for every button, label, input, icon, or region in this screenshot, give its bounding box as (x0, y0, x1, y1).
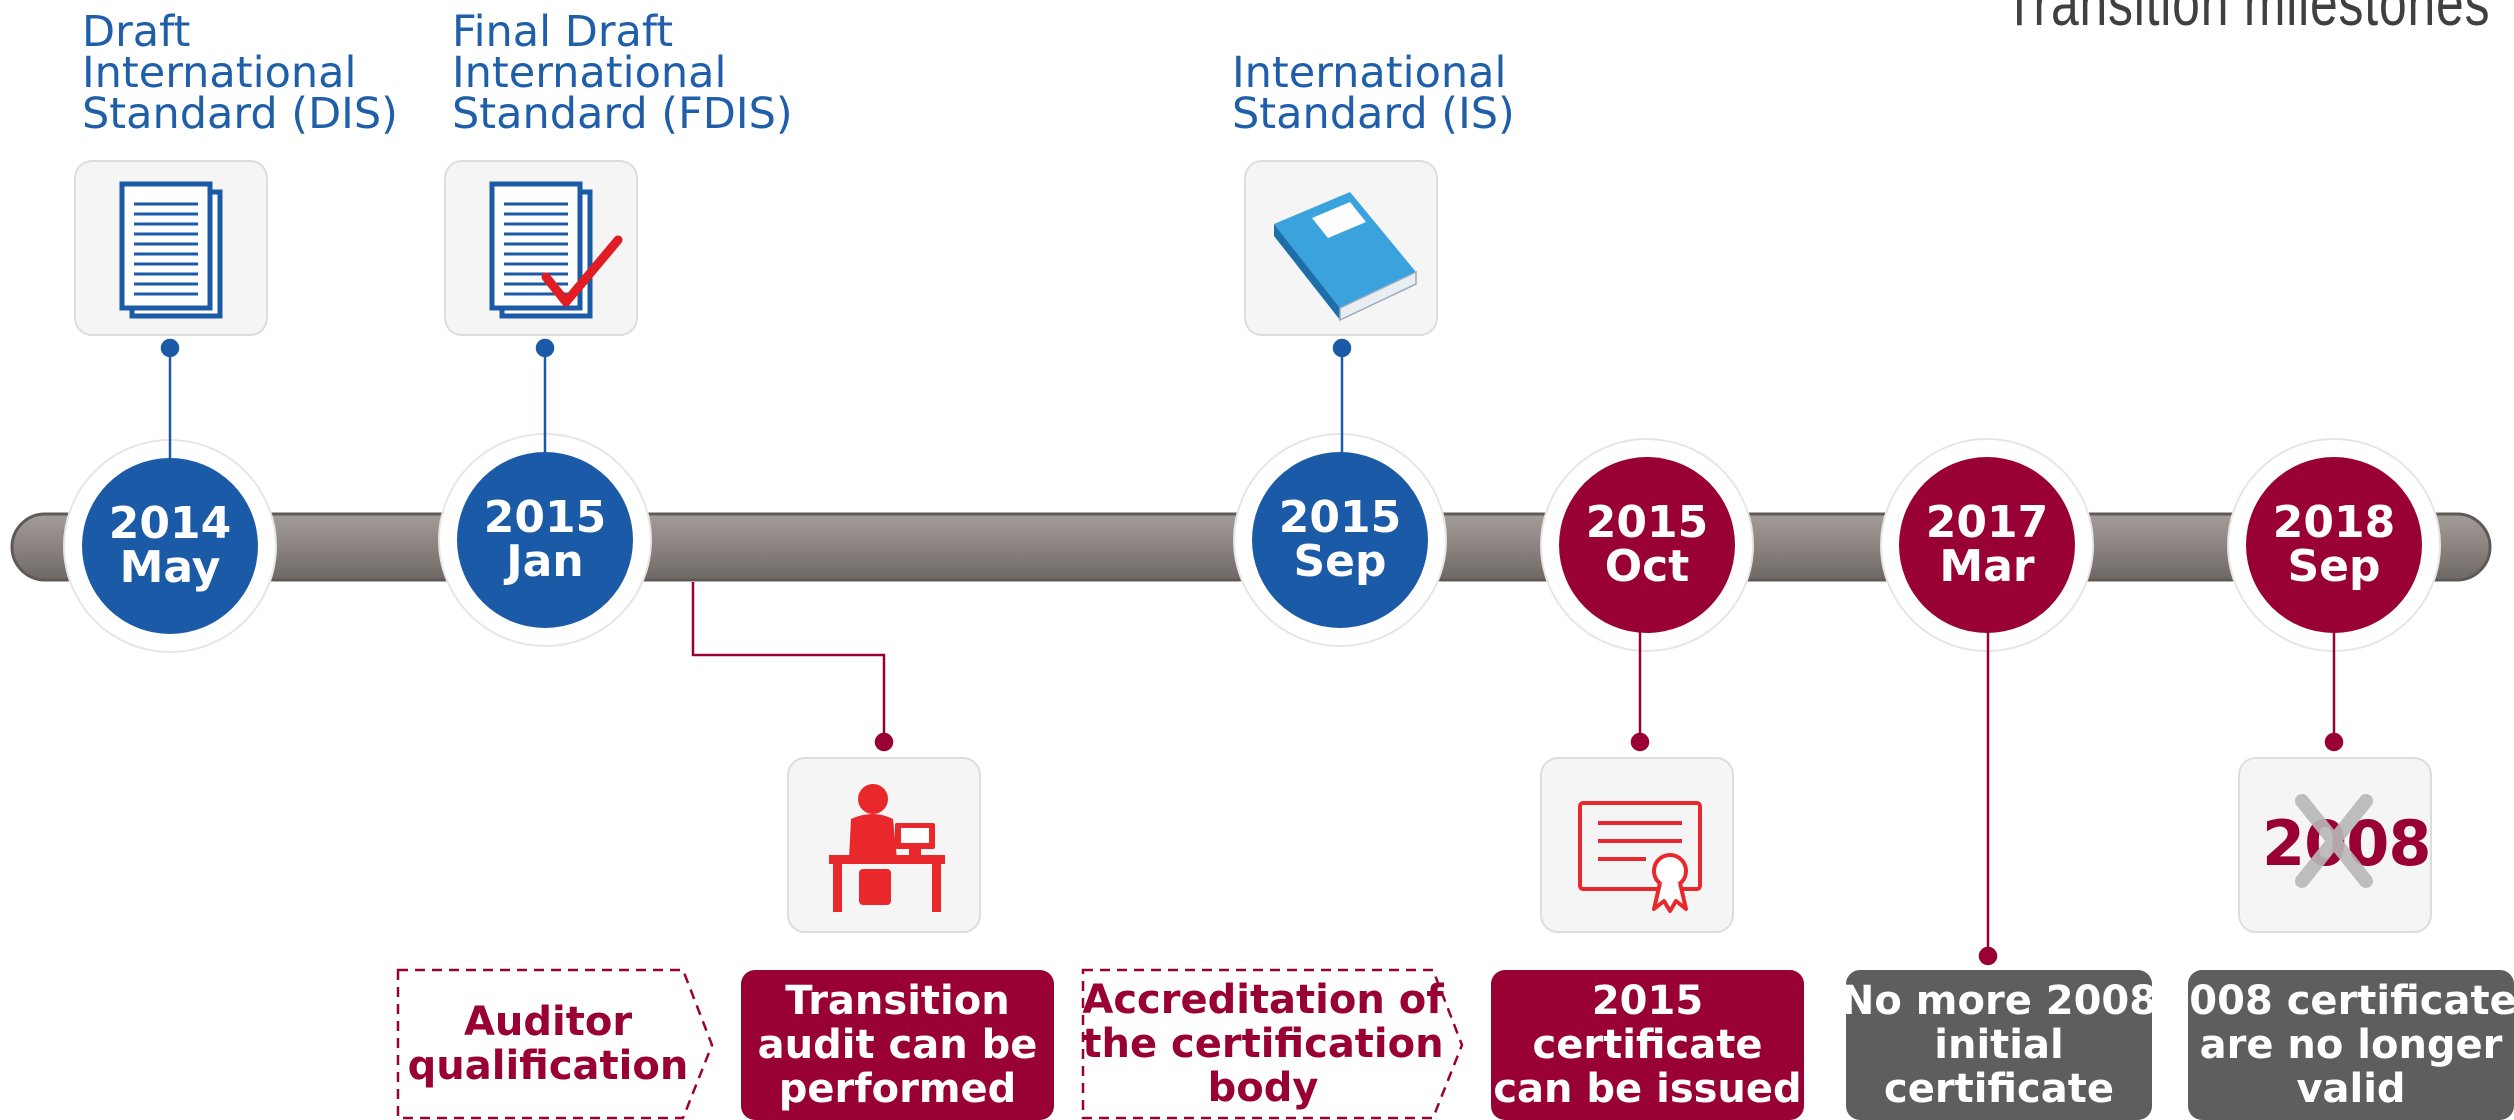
page-title: Transition milestones (2003, 0, 2490, 39)
auditor-qualification-outline (396, 968, 714, 1120)
certificate-icon (1540, 757, 1734, 933)
approved-document-icon (444, 160, 638, 336)
connector (691, 582, 886, 742)
book-icon (1244, 160, 1438, 336)
document-icon (74, 160, 268, 336)
accreditation-outline (1081, 968, 1464, 1120)
crossed-out-2008-icon: 2008 (2238, 757, 2432, 933)
auditor-at-desk-icon (787, 757, 981, 933)
